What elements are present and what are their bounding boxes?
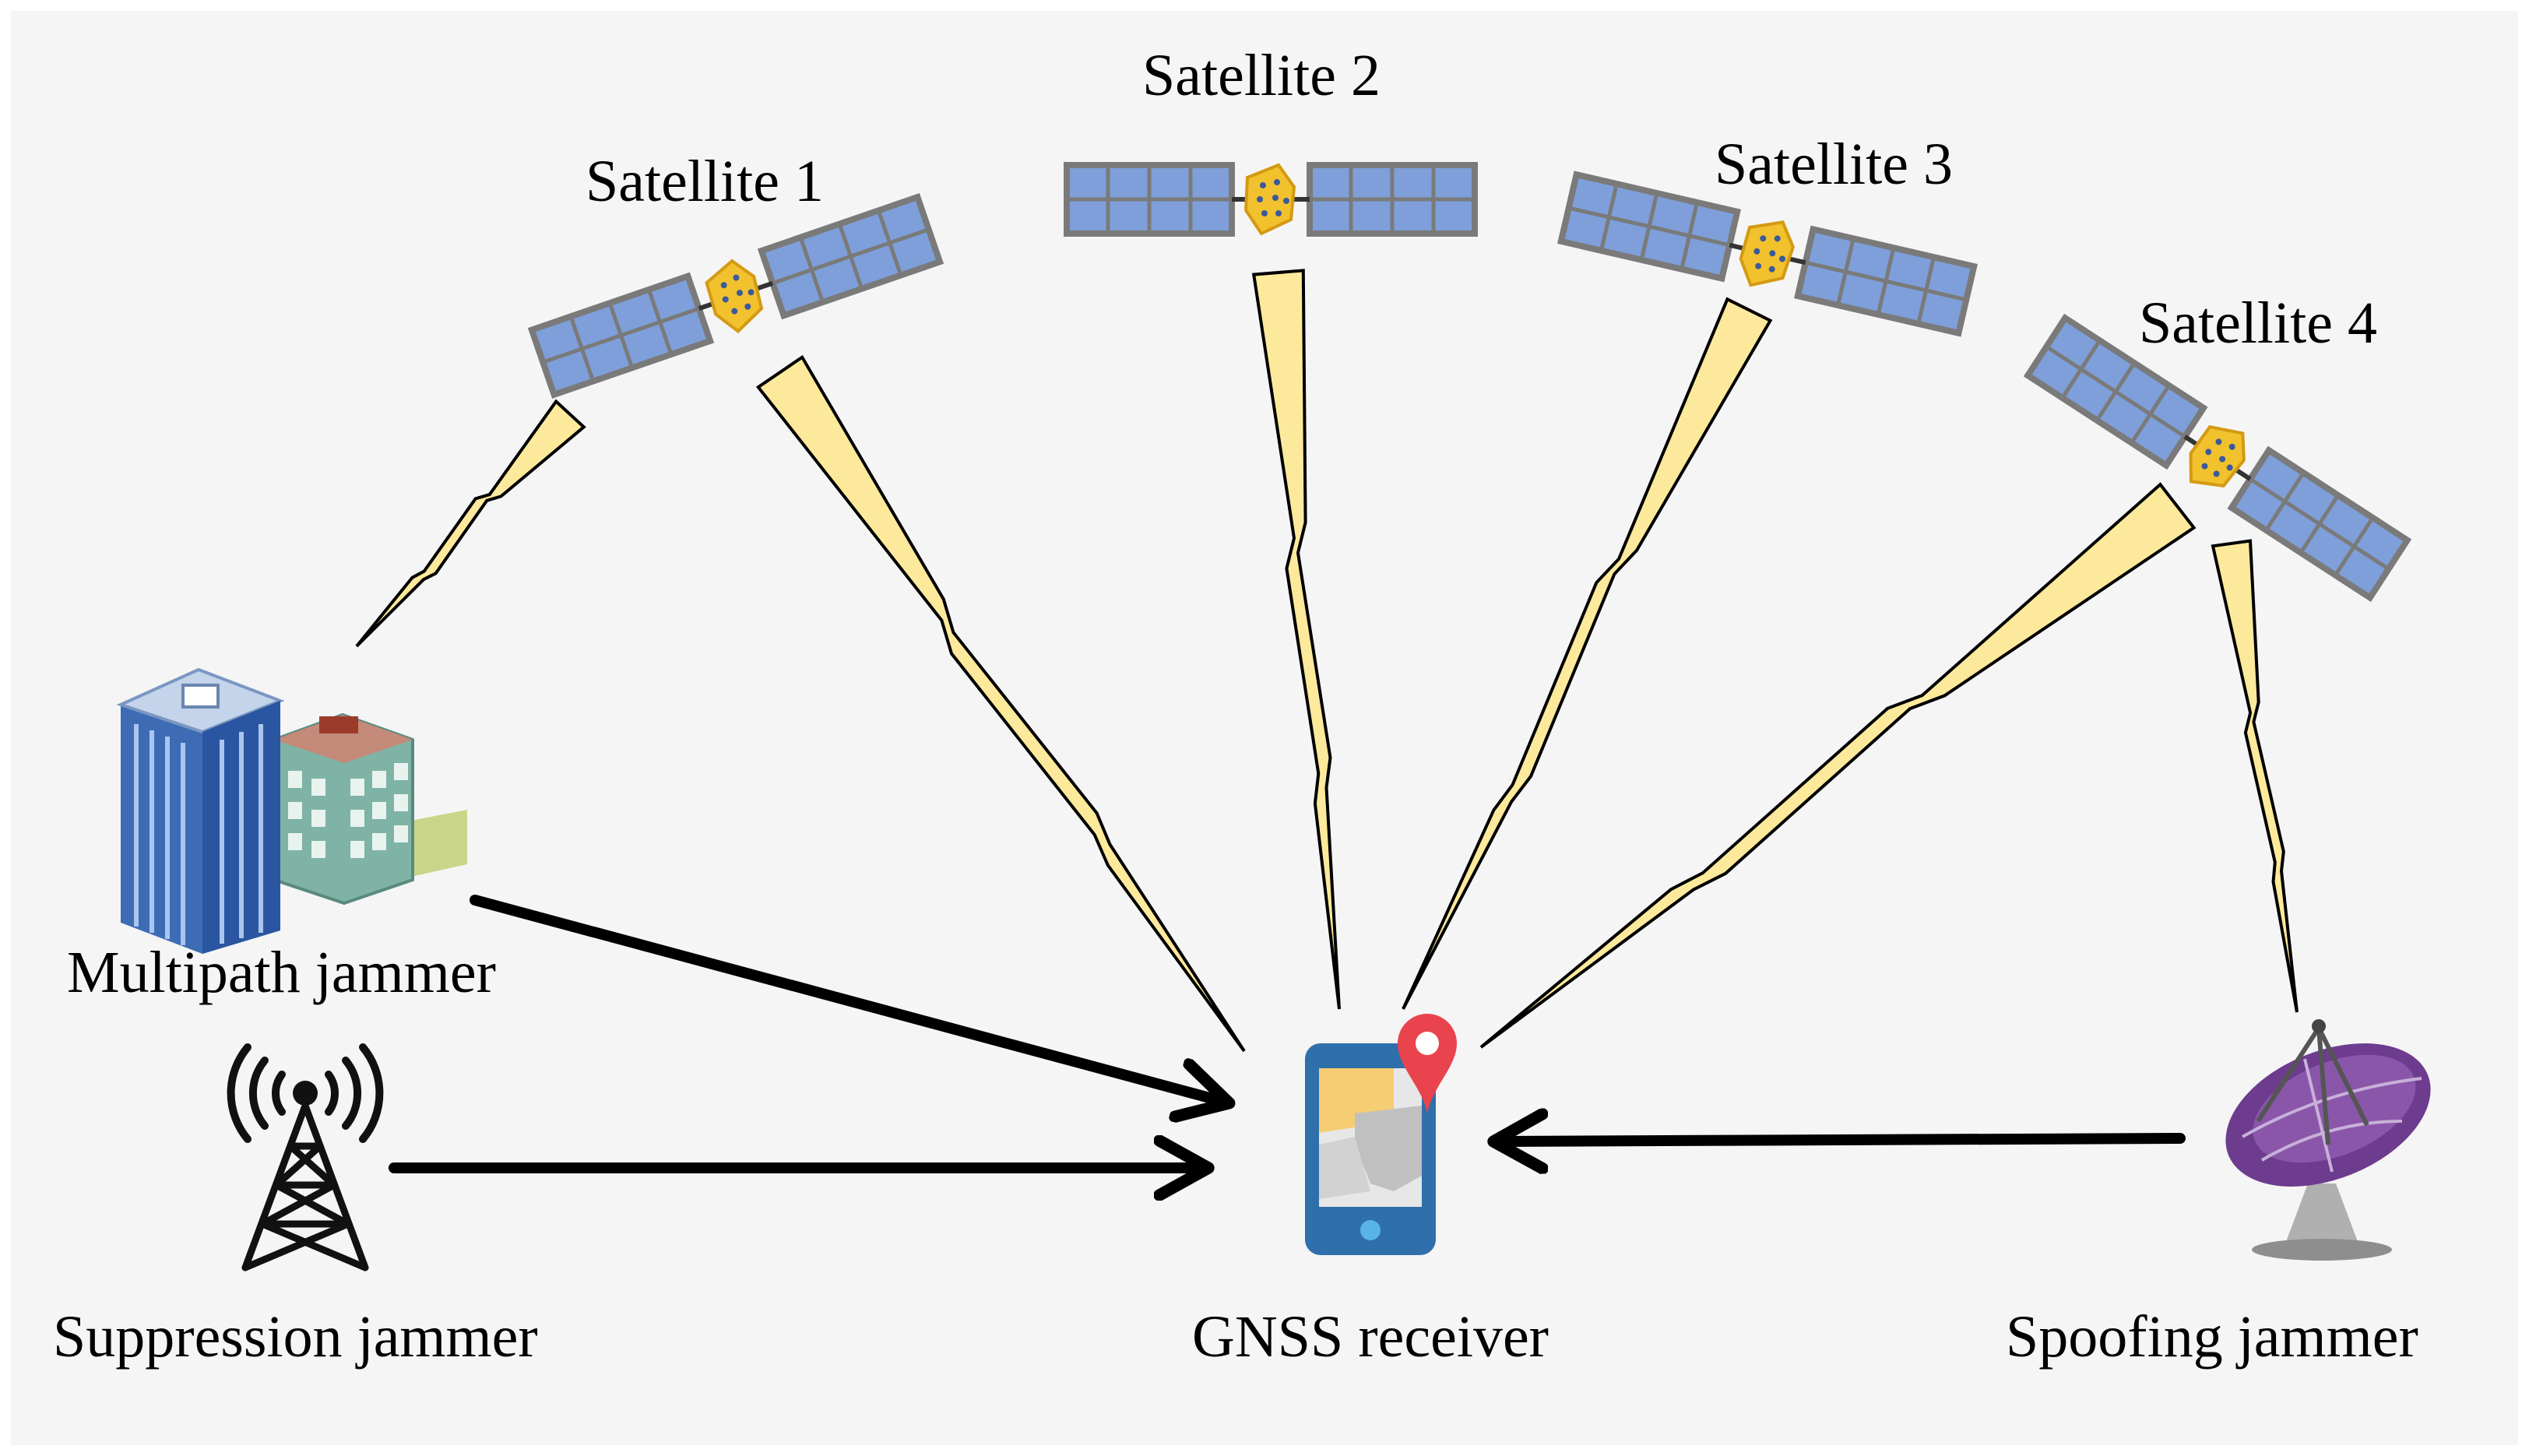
gnss-receiver: GNSS receiver	[1192, 1014, 1549, 1370]
gnss-receiver-label: GNSS receiver	[1192, 1304, 1549, 1370]
satellite-4: Satellite 4	[2028, 290, 2407, 598]
suppression-jammer-label: Suppression jammer	[53, 1304, 538, 1370]
signal-sat2-to-receiver	[1251, 269, 1341, 1010]
signal-sat1-to-buildings	[355, 399, 586, 648]
diagram-background	[11, 11, 2518, 1445]
satellite-3-label: Satellite 3	[1715, 132, 1953, 197]
satellite-2: Satellite 2	[1067, 43, 1475, 234]
satellite-3: Satellite 3	[1561, 132, 1974, 333]
satellite-1: Satellite 1	[532, 149, 940, 395]
radio-tower-icon	[227, 1043, 384, 1271]
buildings-icon	[116, 667, 467, 954]
satellite-2-label: Satellite 2	[1142, 43, 1381, 108]
interference-arrows	[389, 895, 2186, 1168]
signal-sat3-to-receiver	[1402, 297, 1773, 1010]
multipath-interference-arrow	[470, 895, 1224, 1102]
satellite-icon	[1067, 165, 1475, 234]
spoofing-jammer: Spoofing jammer	[2006, 1019, 2431, 1370]
signal-sat1-to-receiver	[755, 354, 1246, 1053]
spoofing-jammer-label: Spoofing jammer	[2006, 1304, 2418, 1370]
satellite-1-label: Satellite 1	[586, 149, 824, 214]
signal-bolts	[355, 269, 2299, 1053]
signal-sat4-to-dish	[2211, 539, 2299, 1013]
suppression-jammer: Suppression jammer	[53, 1043, 538, 1370]
satellite-dish-icon	[2225, 1019, 2431, 1261]
multipath-jammer: Multipath jammer	[67, 667, 496, 1005]
multipath-jammer-label: Multipath jammer	[67, 940, 496, 1005]
signal-sat4-to-receiver	[1479, 482, 2197, 1049]
phone-location-pin-icon	[1305, 1014, 1457, 1255]
spoofing-interference-arrow	[1499, 1138, 2186, 1141]
satellite-4-label: Satellite 4	[2139, 290, 2377, 356]
